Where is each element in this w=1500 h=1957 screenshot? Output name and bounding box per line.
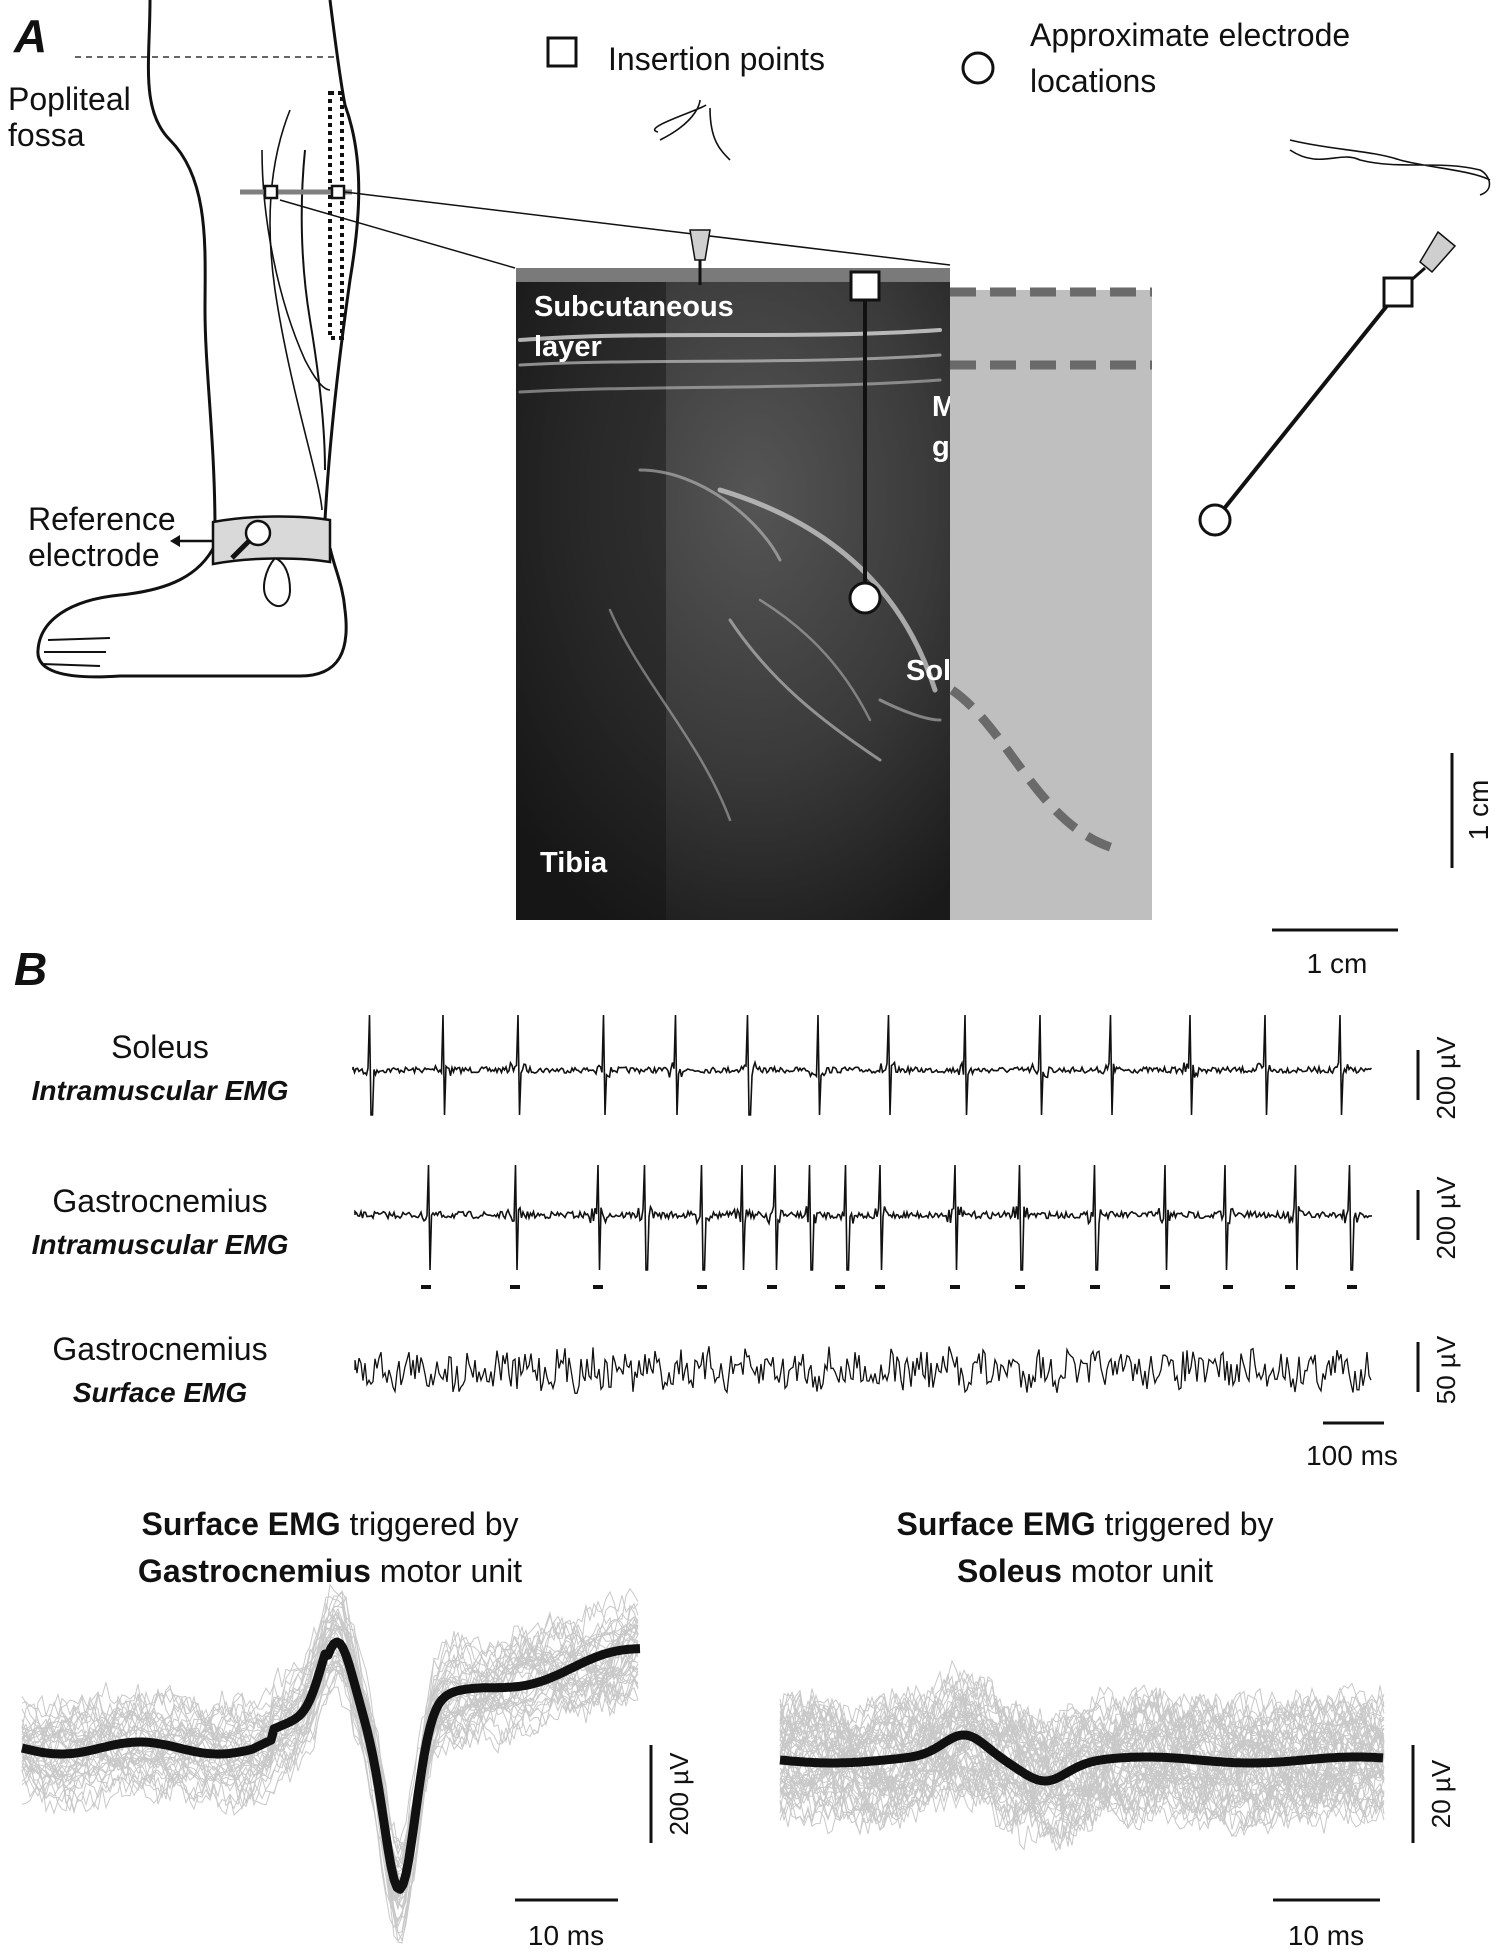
avg2-time-scale: 10 ms: [1288, 1920, 1364, 1951]
tibia-line: [300, 149, 326, 471]
muscle-contour: [261, 149, 331, 391]
subcutaneous-label-1: Subcutaneous: [534, 291, 734, 323]
legend-electrode-label-2: locations: [1030, 63, 1156, 99]
reference-label-1: Reference: [28, 501, 176, 537]
popliteal-label-1: Popliteal: [8, 81, 131, 117]
trace3-type: Surface EMG: [73, 1377, 247, 1408]
scalebar-vertical-label: 1 cm: [1463, 780, 1494, 841]
average-titles: Surface EMG triggered by Gastrocnemius m…: [138, 1506, 1274, 1589]
trace1-type: Intramuscular EMG: [32, 1075, 289, 1106]
scalebar-horizontal: 1 cm: [1272, 928, 1398, 979]
reference-label-2: electrode: [28, 537, 160, 573]
sweep-trace: [21, 1619, 639, 1901]
subcutaneous-label-2: layer: [534, 331, 602, 363]
sweep-trace: [779, 1686, 1385, 1835]
gastrocnemius-surface-trace: [354, 1346, 1372, 1394]
scalebar-vertical: 1 cm: [1450, 753, 1494, 868]
sweep-trace: [21, 1616, 639, 1898]
sweep-trace: [779, 1670, 1385, 1838]
leg-outline-left: [146, 0, 217, 531]
gastrocnemius-intramuscular-trace: [354, 1164, 1373, 1271]
calf-contour: [269, 109, 323, 511]
ultrasound-image: [516, 268, 950, 920]
sweep-trace: [779, 1732, 1385, 1792]
sweep-trace: [779, 1713, 1385, 1806]
avg2-title-line1: Surface EMG triggered by: [896, 1506, 1273, 1542]
average-scalebars: 200 µV 10 ms 20 µV 10 ms: [515, 1745, 1456, 1951]
trace2-name: Gastrocnemius: [52, 1183, 267, 1219]
emg-traces: [352, 1014, 1373, 1394]
schematic-panel: [949, 287, 1152, 920]
needle-electrode-vertical: [654, 99, 882, 615]
sweep-trace: [21, 1630, 639, 1873]
sweep-trace: [779, 1719, 1385, 1797]
avg1-title-line1: Surface EMG triggered by: [141, 1506, 518, 1542]
insertion-point-legend-icon: [546, 36, 578, 68]
needle-electrode-angled: [1198, 139, 1491, 537]
avg1-sweeps: [21, 1583, 639, 1944]
reference-electrode: [170, 515, 332, 566]
legend-electrode-label-1: Approximate electrode: [1030, 17, 1350, 53]
sweep-trace: [21, 1587, 639, 1850]
avg1-amp-scale: 200 µV: [664, 1752, 694, 1836]
arrow-left-icon: [170, 535, 180, 547]
sweep-trace: [779, 1692, 1385, 1830]
legend-insertion-label: Insertion points: [608, 41, 825, 77]
foot-outline: [36, 544, 348, 679]
sweep-trace: [21, 1602, 639, 1845]
insertion-point-icon: [849, 270, 881, 302]
trace-labels: Soleus Intramuscular EMG Gastrocnemius I…: [32, 1029, 289, 1408]
avg1-time-scale: 10 ms: [528, 1920, 604, 1951]
sweep-trace: [779, 1674, 1385, 1850]
avg2-sweeps: [779, 1659, 1385, 1852]
zoom-line-1: [344, 191, 951, 266]
sweep-trace: [21, 1640, 639, 1866]
trace2-type: Intramuscular EMG: [32, 1229, 289, 1260]
trace3-name: Gastrocnemius: [52, 1331, 267, 1367]
panel-a-label: A: [13, 10, 47, 62]
sweep-trace: [779, 1711, 1385, 1810]
sweep-trace: [779, 1678, 1385, 1827]
time-scale-label: 100 ms: [1306, 1440, 1398, 1471]
trace2-scale: 200 µV: [1431, 1176, 1461, 1260]
electrode-location-icon: [1198, 503, 1232, 537]
electrode-location-icon: [848, 581, 882, 615]
soleus-intramuscular-trace: [352, 1014, 1372, 1116]
zoom-line-2: [279, 199, 516, 269]
panel-b-label: B: [14, 943, 47, 995]
electrode-location-legend-icon: [961, 51, 995, 85]
sweep-trace: [779, 1684, 1385, 1832]
avg2-title-line2: Soleus motor unit: [957, 1553, 1213, 1589]
scalebar-horizontal-label: 1 cm: [1307, 948, 1368, 979]
insertion-point-icon: [263, 184, 279, 200]
leg-drawing: [36, 0, 361, 679]
trace1-name: Soleus: [111, 1029, 209, 1065]
popliteal-label-2: fossa: [8, 117, 85, 153]
sweep-trace: [21, 1596, 639, 1928]
leg-insertion-marks: [240, 184, 951, 269]
sweep-trace: [779, 1680, 1385, 1852]
sweep-trace: [21, 1583, 639, 1929]
sweep-trace: [779, 1701, 1385, 1803]
sweep-trace: [21, 1590, 639, 1922]
sweep-trace: [779, 1688, 1385, 1823]
avg2-amp-scale: 20 µV: [1426, 1759, 1456, 1828]
sweep-trace: [21, 1636, 639, 1857]
tibia-label: Tibia: [540, 847, 608, 879]
trace3-scale: 50 µV: [1431, 1335, 1461, 1404]
avg1-mean-trace: [20, 1637, 642, 1894]
toes: [41, 637, 111, 667]
trace1-scale: 200 µV: [1431, 1036, 1461, 1120]
avg1-title-line2: Gastrocnemius motor unit: [138, 1553, 522, 1589]
sweep-trace: [779, 1702, 1385, 1818]
trace-scalebars: 200 µV 200 µV 50 µV 100 ms: [1306, 1036, 1461, 1471]
insertion-point-icon: [330, 184, 346, 200]
legend: Insertion points Approximate electrode l…: [546, 17, 1350, 99]
insertion-point-icon: [1382, 276, 1414, 308]
ankle-bone: [263, 556, 292, 608]
avg2-mean-trace: [778, 1730, 1385, 1786]
